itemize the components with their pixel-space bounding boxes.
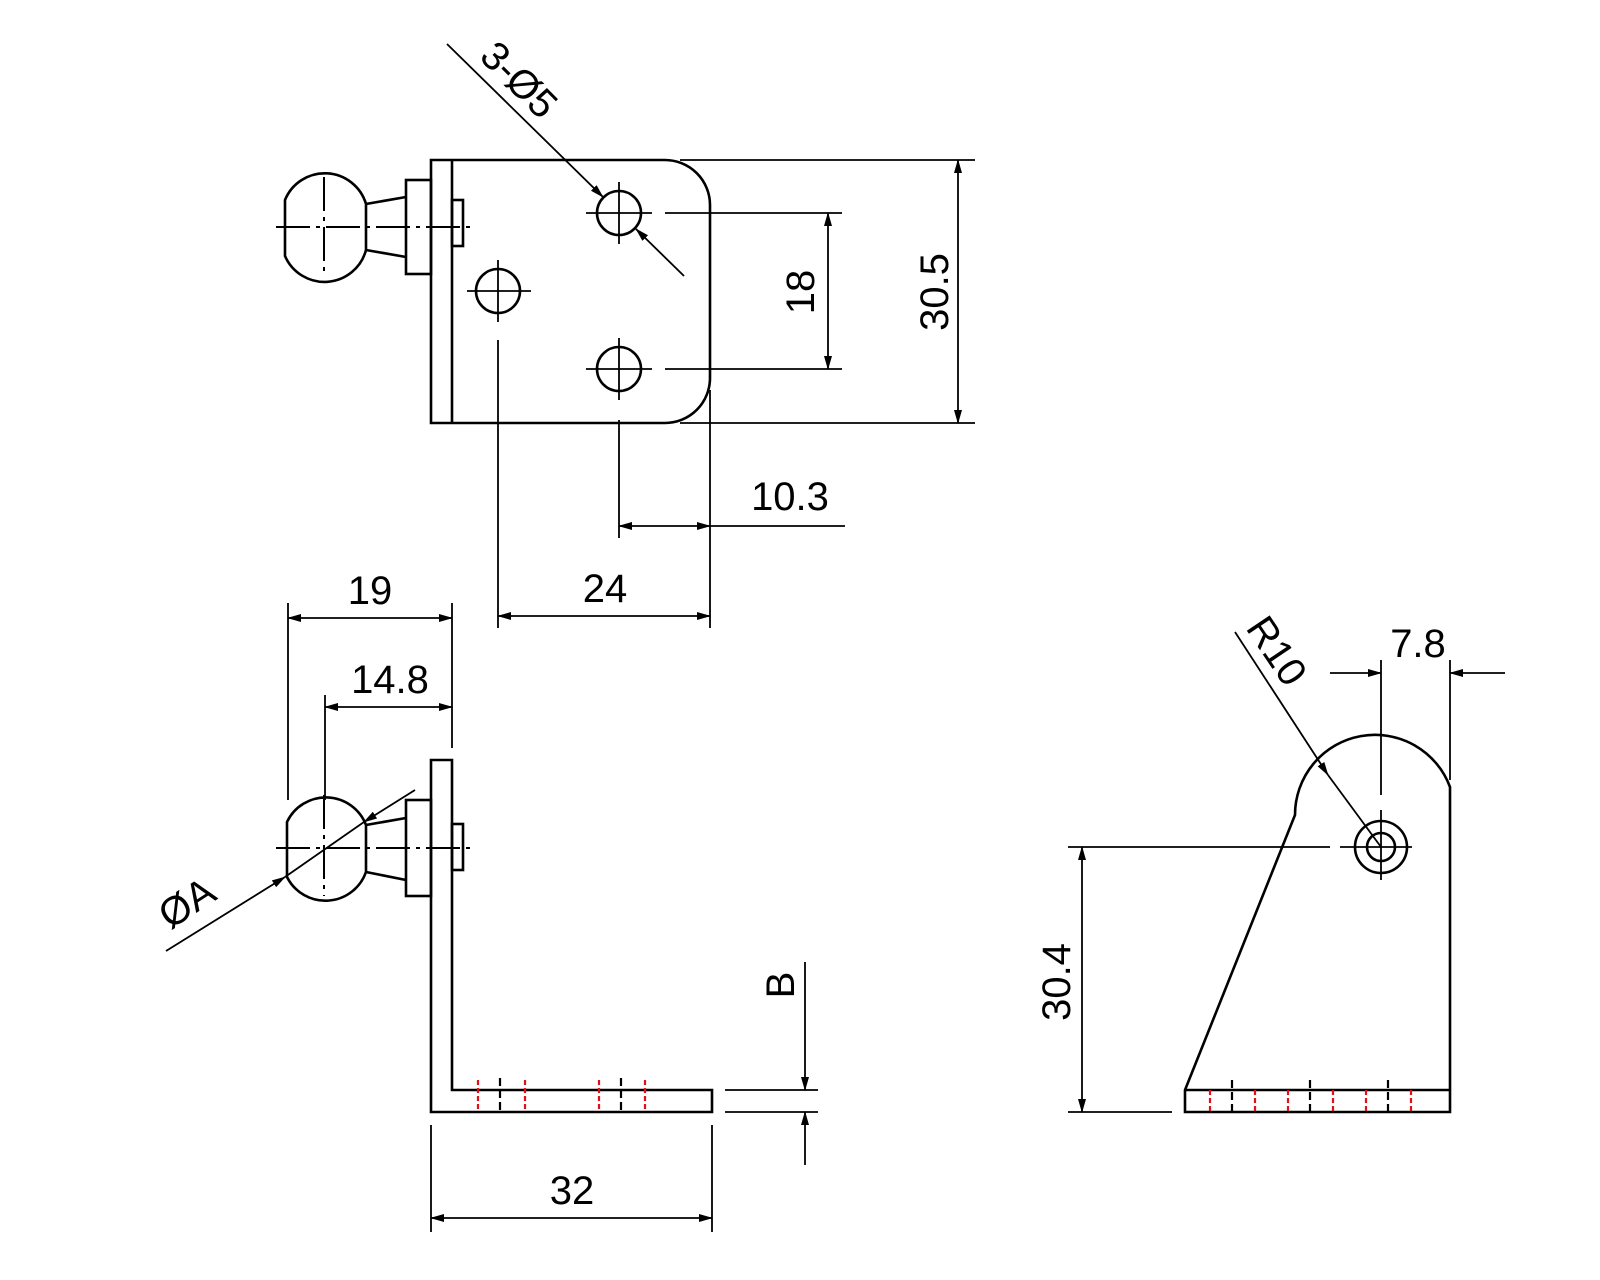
ball-stud bbox=[283, 172, 368, 284]
mounting-holes bbox=[467, 182, 652, 400]
end-view: 7.8 R10 30.4 bbox=[1035, 608, 1505, 1114]
thickness-label: B bbox=[759, 972, 803, 999]
dim-hole-offset: 24 bbox=[583, 567, 628, 611]
stud-nub bbox=[450, 198, 465, 248]
top-view: 30.5 18 10.3 24 3-Ø5 bbox=[276, 33, 975, 628]
bracket-ear bbox=[1183, 733, 1452, 1114]
bracket-profile bbox=[429, 758, 714, 1114]
stud-neck bbox=[365, 195, 407, 259]
side-view: 19 14.8 ØA B 32 bbox=[151, 569, 818, 1232]
dim-length: 32 bbox=[550, 1169, 595, 1213]
stud-neck bbox=[365, 816, 407, 882]
dim-height: 30.5 bbox=[913, 253, 957, 331]
dim-edge-offset: 10.3 bbox=[751, 475, 829, 519]
dim-hole-spacing: 18 bbox=[779, 270, 823, 315]
ball-stud bbox=[285, 796, 368, 903]
hidden-marks bbox=[476, 1080, 647, 1112]
ball-diameter-label: ØA bbox=[151, 869, 224, 938]
dim-ball-offset: 19 bbox=[348, 569, 393, 613]
dim-hole-height: 30.4 bbox=[1035, 943, 1079, 1021]
plate-outline bbox=[429, 158, 712, 425]
dim-hole-edge: 7.8 bbox=[1390, 622, 1446, 666]
radius-label: R10 bbox=[1238, 608, 1316, 693]
dim-ball-center: 14.8 bbox=[351, 658, 429, 702]
